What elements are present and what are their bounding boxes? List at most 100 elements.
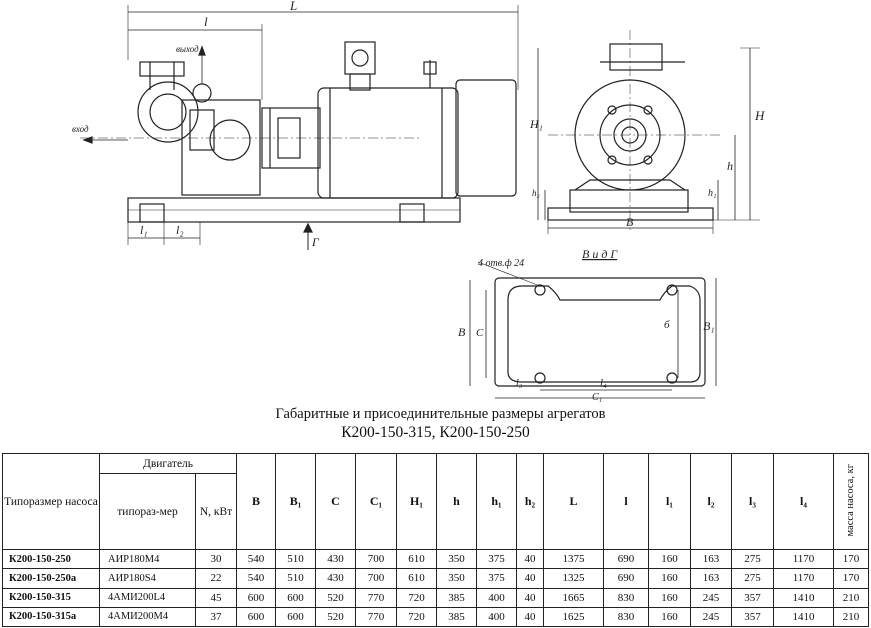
header-h: h xyxy=(436,453,478,550)
dim-h-label: h xyxy=(727,159,733,173)
cell-value: 600 xyxy=(275,606,317,628)
dim-l4-label: l₄ xyxy=(600,377,607,389)
cell-value: 385 xyxy=(436,606,478,628)
cell-value: 357 xyxy=(731,587,775,608)
cell-motor-type: 4АМИ200L4 xyxy=(99,587,196,608)
cell-value: 520 xyxy=(315,587,357,608)
table-title-line1: Габаритные и присоединительные размеры а… xyxy=(275,406,606,422)
cell-model: К200-150-250а xyxy=(2,568,100,589)
cell-value: 610 xyxy=(396,568,438,589)
cell-value: 770 xyxy=(355,587,398,608)
cell-value: 245 xyxy=(690,606,733,628)
cell-value: 163 xyxy=(690,568,733,589)
cell-value: 40 xyxy=(516,548,545,570)
header-h1: h₁ xyxy=(476,453,518,550)
dim-C1-label: C₁ xyxy=(592,392,602,403)
dim-H-label: H xyxy=(754,108,765,123)
cell-value: 770 xyxy=(355,606,398,628)
dim-C-plan-label: C xyxy=(476,327,484,339)
header-C: C xyxy=(315,453,357,550)
header-h2: h₂ xyxy=(516,453,545,550)
cell-value: 350 xyxy=(436,568,478,589)
cell-value: 375 xyxy=(476,568,518,589)
cell-value: 210 xyxy=(833,606,870,628)
dim-B-plan-label: B xyxy=(458,325,466,339)
cell-value: 1410 xyxy=(773,606,835,628)
dim-l3-label: l₃ xyxy=(516,378,523,389)
cell-model: К200-150-315 xyxy=(2,587,100,608)
cell-value: 430 xyxy=(315,548,357,570)
cell-value: 1410 xyxy=(773,587,835,608)
cell-value: 700 xyxy=(355,568,398,589)
cell-motor-type: АИР180М4 xyxy=(99,548,196,570)
cell-value: 1625 xyxy=(543,606,605,628)
header-L: L xyxy=(543,453,605,550)
cell-value: 610 xyxy=(396,548,438,570)
dimensions-table: Типоразмер насоса Двигатель B B₁ C C₁ H₁… xyxy=(2,453,870,628)
header-motor-type: типораз-мер xyxy=(99,473,196,550)
cell-value: 22 xyxy=(194,568,238,589)
cell-model: К200-150-250 xyxy=(2,548,100,570)
title-block: Габаритные и присоединительные размеры а… xyxy=(0,405,871,443)
dim-L-label: L xyxy=(289,0,297,13)
cell-model: К200-150-315а xyxy=(2,606,100,628)
cell-value: 510 xyxy=(275,568,317,589)
technical-drawing: L l выход вход l₁ l₂ Г H₁ H h h₂ h₁ B В … xyxy=(72,0,765,403)
cell-value: 40 xyxy=(516,606,545,628)
cell-value: 385 xyxy=(436,587,478,608)
cell-value: 45 xyxy=(194,587,238,608)
cell-value: 430 xyxy=(315,568,357,589)
cell-value: 163 xyxy=(690,548,733,570)
header-l2: l₂ xyxy=(690,453,733,550)
cell-value: 720 xyxy=(396,587,438,608)
dim-H1-label: H₁ xyxy=(529,117,543,131)
cell-value: 520 xyxy=(315,606,357,628)
cell-value: 160 xyxy=(648,606,692,628)
cell-value: 37 xyxy=(194,606,238,628)
cell-value: 170 xyxy=(833,548,870,570)
header-l: l xyxy=(603,453,650,550)
cell-value: 40 xyxy=(516,568,545,589)
cell-value: 275 xyxy=(731,548,775,570)
header-H1: H₁ xyxy=(396,453,438,550)
cell-value: 600 xyxy=(236,606,277,628)
cell-value: 600 xyxy=(236,587,277,608)
cell-value: 830 xyxy=(603,587,650,608)
holes-label: 4 отв.ф 24 xyxy=(478,258,524,269)
cell-value: 375 xyxy=(476,548,518,570)
end-view xyxy=(537,30,760,234)
header-C1: C₁ xyxy=(355,453,398,550)
cell-motor-type: АИР180S4 xyxy=(99,568,196,589)
dim-b-plan-label: б xyxy=(664,319,670,331)
outlet-label: выход xyxy=(176,44,199,54)
cell-value: 30 xyxy=(194,548,238,570)
cell-value: 510 xyxy=(275,548,317,570)
header-l3: l₃ xyxy=(731,453,775,550)
cell-value: 720 xyxy=(396,606,438,628)
cell-value: 700 xyxy=(355,548,398,570)
cell-value: 1170 xyxy=(773,548,835,570)
dim-B1-plan-label: B₁ xyxy=(703,319,715,333)
header-mass: масса насоса, кг xyxy=(833,453,870,550)
cell-motor-type: 4АМИ200М4 xyxy=(99,606,196,628)
header-l4: l₄ xyxy=(773,453,835,550)
cell-value: 690 xyxy=(603,548,650,570)
header-l1: l₁ xyxy=(648,453,692,550)
cell-value: 357 xyxy=(731,606,775,628)
view-title: В и д Г xyxy=(582,247,618,261)
cell-value: 400 xyxy=(476,606,518,628)
cell-value: 1325 xyxy=(543,568,605,589)
dim-l1-label: l₁ xyxy=(140,223,148,237)
dim-h2-label: h₂ xyxy=(532,188,540,198)
cell-value: 275 xyxy=(731,568,775,589)
header-model: Типоразмер насоса xyxy=(2,453,100,550)
side-view xyxy=(80,5,519,250)
view-arrow-label: Г xyxy=(311,235,320,249)
cell-value: 1170 xyxy=(773,568,835,589)
plan-view xyxy=(469,261,717,399)
header-B: B xyxy=(236,453,277,550)
dim-l2-label: l₂ xyxy=(176,223,184,237)
